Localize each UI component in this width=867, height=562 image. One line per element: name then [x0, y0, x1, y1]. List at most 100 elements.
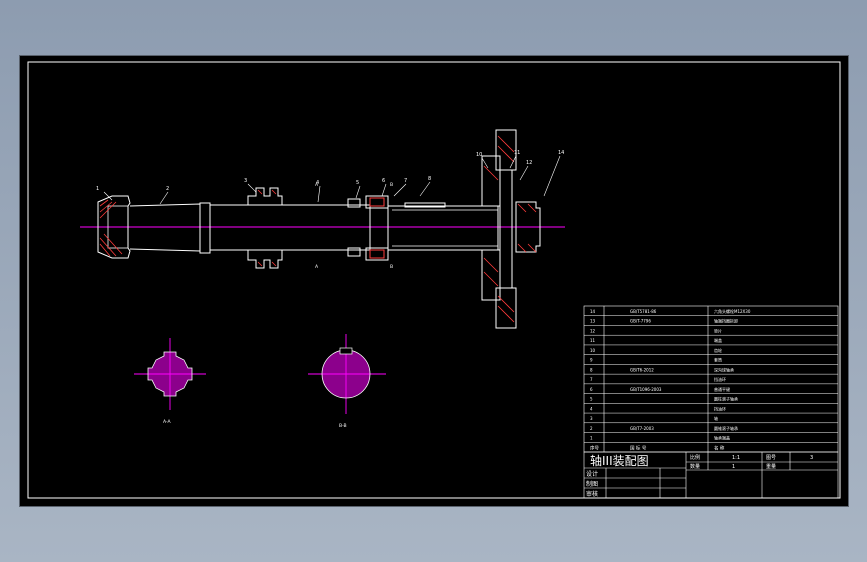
- parts-no: 2: [590, 426, 593, 431]
- gear-hub-hatch: [257, 189, 277, 267]
- shaft-main-section: [209, 204, 371, 251]
- balloon-3: 3: [244, 178, 247, 184]
- large-gear-web: [499, 169, 513, 289]
- spacer-ring: [347, 198, 361, 208]
- balloon-10: 10: [476, 152, 482, 158]
- parts-name: 端盖: [714, 337, 722, 343]
- parts-name: 深沟球轴承: [714, 366, 734, 372]
- parts-no: 10: [590, 348, 596, 353]
- parts-name: 挡油环: [714, 405, 726, 411]
- section-a-label: A-A: [163, 419, 172, 425]
- balloon-labels: 1 2 3 4 5 6 7 8 10 11 12 14: [96, 150, 564, 192]
- parts-no: 4: [590, 406, 593, 411]
- drawing-title: 轴III装配图: [590, 453, 649, 468]
- scale-value: 1:1: [732, 455, 740, 461]
- parts-no: 12: [590, 328, 596, 333]
- section-b-disc: [321, 349, 371, 399]
- balloon-2: 2: [166, 186, 169, 192]
- parts-no: 5: [590, 397, 593, 402]
- right-cap-hatch: [517, 203, 537, 253]
- parts-std: GB/T6-2012: [630, 367, 654, 372]
- parts-name: 圆柱滚子轴承: [714, 396, 738, 402]
- parts-std: GB/T5781-86: [630, 309, 657, 314]
- parts-header-no: 序号: [590, 444, 599, 451]
- parts-no: 14: [590, 309, 596, 314]
- parts-no: 7: [590, 377, 593, 382]
- balloon-1: 1: [96, 186, 99, 192]
- parts-std: GB/T-7796: [630, 319, 651, 324]
- section-a-spline: [147, 351, 193, 397]
- title-block-text: 轴III装配图 设计 制图 审核 比例 1:1 图号 3 数量 1 重量: [586, 453, 813, 498]
- parts-no: 1: [590, 436, 593, 441]
- parts-name: 套筒: [714, 357, 722, 363]
- balloon-leaders: [103, 155, 561, 205]
- bearing-inner-ring: [369, 197, 385, 207]
- large-gear-hub: [481, 155, 501, 207]
- large-gear-rim: [495, 129, 517, 171]
- shaft-assembly: [80, 129, 565, 329]
- outer-frame: [27, 61, 841, 499]
- parts-name: 六角头螺栓M12X30: [714, 308, 751, 314]
- qty-label: 数量: [690, 463, 700, 470]
- large-gear-hub-b: [481, 249, 501, 301]
- drawn-label: 制图: [586, 480, 598, 488]
- parts-no: 3: [590, 416, 593, 421]
- large-gear-hatch: [483, 135, 515, 323]
- parts-name: 挡油环: [714, 376, 726, 382]
- key-slot: [404, 202, 446, 208]
- qty-value: 1: [732, 464, 735, 470]
- balloon-8: 8: [428, 176, 431, 182]
- parts-name: 轴承端盖: [714, 435, 730, 441]
- title-block: [583, 451, 839, 499]
- parts-no: 13: [590, 319, 596, 324]
- cut-mark-a-top: A: [315, 182, 319, 188]
- right-end-cap: [515, 201, 541, 253]
- balloon-5: 5: [356, 180, 359, 186]
- sheet-label: 图号: [766, 455, 776, 461]
- parts-no: 9: [590, 358, 593, 363]
- weight-label: 重量: [766, 463, 776, 470]
- section-b-b: B-B: [308, 334, 386, 429]
- assembly-drawing: 1 2 3 4 5 6 7 8 10 11 12 14 A A B B A-A …: [27, 61, 841, 499]
- spacer-ring-bottom: [347, 247, 361, 257]
- cut-mark-b-top: B: [390, 182, 393, 188]
- left-cap-hatch: [99, 199, 123, 257]
- balloon-12: 12: [526, 160, 532, 166]
- balloon-4: 4: [316, 180, 319, 186]
- parts-name: 轴: [714, 415, 718, 421]
- parts-name: 普通平键: [714, 386, 730, 392]
- parts-no: 11: [590, 338, 596, 343]
- balloon-14: 14: [558, 150, 564, 156]
- bearing-inner-ring-b: [369, 249, 385, 259]
- parts-header-std: 国 标 号: [630, 444, 647, 451]
- balloon-7: 7: [404, 178, 407, 184]
- parts-no: 8: [590, 367, 593, 372]
- balloon-11: 11: [514, 150, 520, 156]
- parts-name: 齿轮: [714, 347, 722, 353]
- large-gear-rim-b: [495, 287, 517, 329]
- shaft-middle-section: [199, 202, 211, 254]
- designed-label: 设计: [586, 470, 598, 478]
- parts-name: 圆锥滚子轴承: [714, 425, 738, 431]
- cad-viewport[interactable]: 1 2 3 4 5 6 7 8 10 11 12 14 A A B B A-A …: [20, 56, 848, 506]
- cut-mark-a-bottom: A: [315, 264, 319, 270]
- parts-std: GB/T1096-2003: [630, 387, 662, 392]
- parts-list: [583, 305, 839, 453]
- parts-no: 6: [590, 387, 593, 392]
- cut-marks: A A B B: [315, 182, 393, 270]
- parts-std: GB/T7-2003: [630, 426, 654, 431]
- checked-label: 审核: [586, 490, 598, 498]
- scale-label: 比例: [690, 454, 700, 461]
- section-b-keyway: [339, 347, 353, 355]
- left-bearing-inner: [107, 205, 129, 249]
- cut-mark-b-bottom: B: [390, 264, 393, 270]
- gear-hub-left: [247, 187, 283, 206]
- parts-name: 垫片: [714, 327, 722, 333]
- section-a-a: A-A: [134, 338, 206, 425]
- balloon-6: 6: [382, 178, 385, 184]
- sheet-value: 3: [810, 455, 813, 461]
- parts-header-name: 名 称: [714, 444, 725, 451]
- gear-hub-left-bottom: [247, 249, 283, 269]
- sleeve: [387, 205, 499, 251]
